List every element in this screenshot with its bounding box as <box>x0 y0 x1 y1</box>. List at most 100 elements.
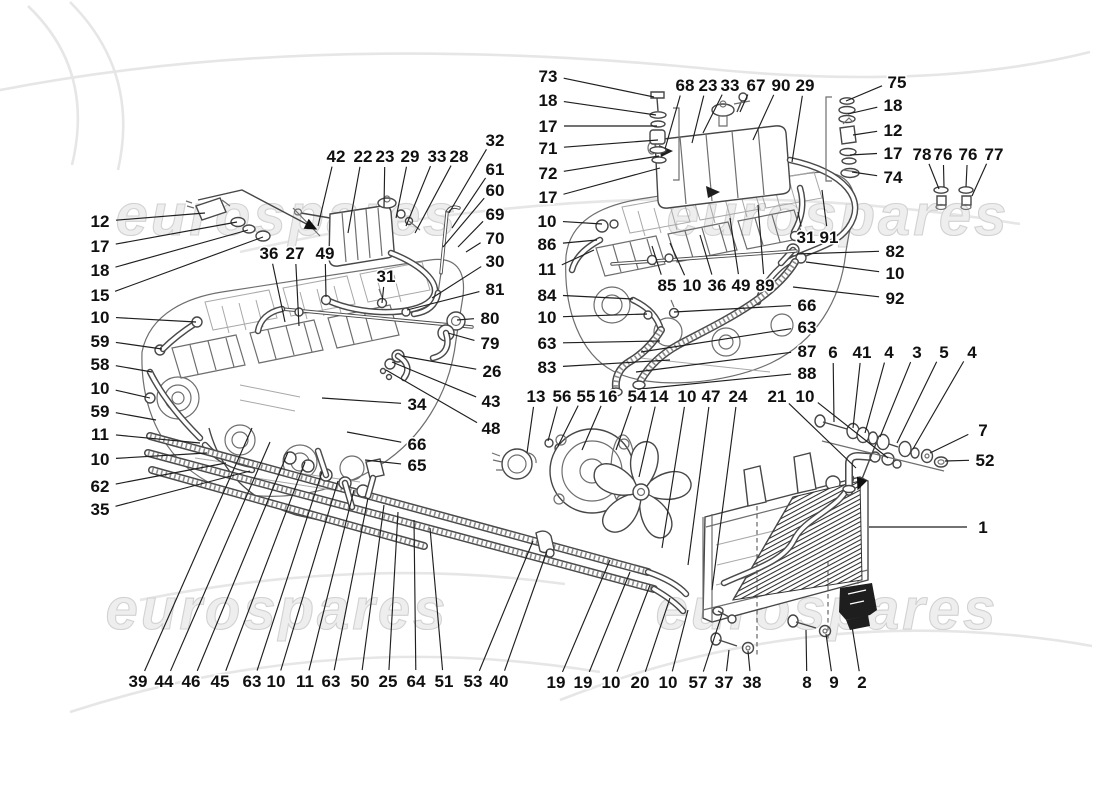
part-callout-42[interactable]: 42 <box>317 146 347 227</box>
part-callout-86[interactable]: 86 <box>536 234 598 256</box>
part-number-label[interactable]: 66 <box>406 434 428 456</box>
part-number-label[interactable]: 5 <box>938 342 950 364</box>
part-number-label[interactable]: 42 <box>325 146 347 168</box>
part-number-label[interactable]: 61 <box>484 159 506 181</box>
part-number-label[interactable]: 36 <box>706 275 728 297</box>
part-callout-65[interactable]: 65 <box>364 455 428 477</box>
part-number-label[interactable]: 18 <box>882 95 904 117</box>
part-number-label[interactable]: 67 <box>745 75 767 97</box>
part-number-label[interactable]: 17 <box>89 236 111 258</box>
part-number-label[interactable]: 72 <box>537 163 559 185</box>
part-callout-5[interactable]: 5 <box>896 342 950 444</box>
part-number-label[interactable]: 10 <box>794 386 816 408</box>
part-number-label[interactable]: 86 <box>536 234 558 256</box>
part-callout-46[interactable]: 46 <box>180 451 289 693</box>
part-number-label[interactable]: 32 <box>484 130 506 152</box>
part-number-label[interactable]: 58 <box>89 354 111 376</box>
part-number-label[interactable]: 12 <box>89 211 111 233</box>
part-number-label[interactable]: 19 <box>572 672 594 694</box>
part-number-label[interactable]: 10 <box>600 672 622 694</box>
part-number-label[interactable]: 21 <box>766 386 788 408</box>
part-number-label[interactable]: 59 <box>89 401 111 423</box>
part-callout-71[interactable]: 71 <box>537 138 659 160</box>
part-callout-19[interactable]: 19 <box>545 559 611 694</box>
part-callout-63[interactable]: 63 <box>536 333 661 355</box>
part-callout-27[interactable]: 27 <box>284 243 306 327</box>
part-number-label[interactable]: 73 <box>537 66 559 88</box>
part-number-label[interactable]: 63 <box>536 333 558 355</box>
part-callout-59[interactable]: 59 <box>89 401 157 423</box>
part-callout-68[interactable]: 68 <box>664 75 696 150</box>
part-number-label[interactable]: 2 <box>856 672 868 694</box>
part-number-label[interactable]: 10 <box>89 307 111 329</box>
part-callout-22[interactable]: 22 <box>347 146 374 234</box>
part-callout-37[interactable]: 37 <box>713 649 735 694</box>
part-number-label[interactable]: 15 <box>89 285 111 307</box>
part-callout-33[interactable]: 33 <box>405 146 448 227</box>
part-number-label[interactable]: 59 <box>89 331 111 353</box>
part-number-label[interactable]: 65 <box>406 455 428 477</box>
part-callout-12[interactable]: 12 <box>89 211 206 233</box>
part-callout-21[interactable]: 21 <box>766 386 857 469</box>
part-callout-20[interactable]: 20 <box>629 597 671 694</box>
part-callout-17[interactable]: 17 <box>537 116 657 138</box>
part-number-label[interactable]: 17 <box>537 187 559 209</box>
part-callout-73[interactable]: 73 <box>537 66 655 98</box>
part-number-label[interactable]: 55 <box>575 386 597 408</box>
part-number-label[interactable]: 33 <box>719 75 741 97</box>
part-callout-18[interactable]: 18 <box>537 90 657 116</box>
part-callout-89[interactable]: 89 <box>754 204 776 297</box>
part-number-label[interactable]: 4 <box>966 342 979 364</box>
part-number-label[interactable]: 63 <box>320 671 342 693</box>
part-callout-10[interactable]: 10 <box>669 242 703 297</box>
part-number-label[interactable]: 89 <box>754 275 776 297</box>
part-number-label[interactable]: 70 <box>484 228 506 250</box>
part-callout-10[interactable]: 10 <box>805 261 906 285</box>
part-number-label[interactable]: 87 <box>796 341 818 363</box>
part-callout-64[interactable]: 64 <box>405 519 427 693</box>
part-callout-10[interactable]: 10 <box>89 449 208 471</box>
part-callout-6[interactable]: 6 <box>827 342 839 423</box>
part-number-label[interactable]: 10 <box>89 378 111 400</box>
part-callout-10[interactable]: 10 <box>600 584 651 694</box>
part-number-label[interactable]: 79 <box>479 333 501 355</box>
part-number-label[interactable]: 10 <box>265 671 287 693</box>
part-callout-34[interactable]: 34 <box>321 394 428 416</box>
part-callout-36[interactable]: 36 <box>699 234 728 297</box>
part-callout-57[interactable]: 57 <box>687 613 723 694</box>
part-callout-23[interactable]: 23 <box>691 75 719 144</box>
part-callout-47[interactable]: 47 <box>687 386 722 566</box>
part-number-label[interactable]: 46 <box>180 671 202 693</box>
part-callout-10[interactable]: 10 <box>661 386 698 549</box>
part-number-label[interactable]: 38 <box>741 672 763 694</box>
part-number-label[interactable]: 9 <box>828 672 840 694</box>
part-number-label[interactable]: 53 <box>462 671 484 693</box>
part-callout-70[interactable]: 70 <box>465 228 506 253</box>
part-callout-69[interactable]: 69 <box>457 204 506 248</box>
part-callout-44[interactable]: 44 <box>153 441 271 693</box>
part-number-label[interactable]: 18 <box>537 90 559 112</box>
part-number-label[interactable]: 56 <box>551 386 573 408</box>
part-number-label[interactable]: 44 <box>153 671 175 693</box>
part-number-label[interactable]: 25 <box>377 671 399 693</box>
part-callout-10[interactable]: 10 <box>89 378 151 400</box>
part-number-label[interactable]: 10 <box>536 211 558 233</box>
part-number-label[interactable]: 66 <box>796 295 818 317</box>
part-number-label[interactable]: 35 <box>89 499 111 521</box>
part-number-label[interactable]: 19 <box>545 672 567 694</box>
part-callout-87[interactable]: 87 <box>635 341 818 373</box>
part-number-label[interactable]: 26 <box>481 361 503 383</box>
part-callout-10[interactable]: 10 <box>536 211 603 233</box>
part-number-label[interactable]: 77 <box>983 144 1005 166</box>
part-number-label[interactable]: 29 <box>399 146 421 168</box>
part-number-label[interactable]: 23 <box>697 75 719 97</box>
part-callout-10[interactable]: 10 <box>265 480 339 693</box>
part-callout-75[interactable]: 75 <box>845 72 908 102</box>
part-callout-62[interactable]: 62 <box>89 462 227 498</box>
part-number-label[interactable]: 62 <box>89 476 111 498</box>
part-number-label[interactable]: 16 <box>597 386 619 408</box>
part-number-label[interactable]: 22 <box>352 146 374 168</box>
part-number-label[interactable]: 23 <box>374 146 396 168</box>
part-callout-11[interactable]: 11 <box>537 249 595 281</box>
part-callout-28[interactable]: 28 <box>414 146 470 234</box>
